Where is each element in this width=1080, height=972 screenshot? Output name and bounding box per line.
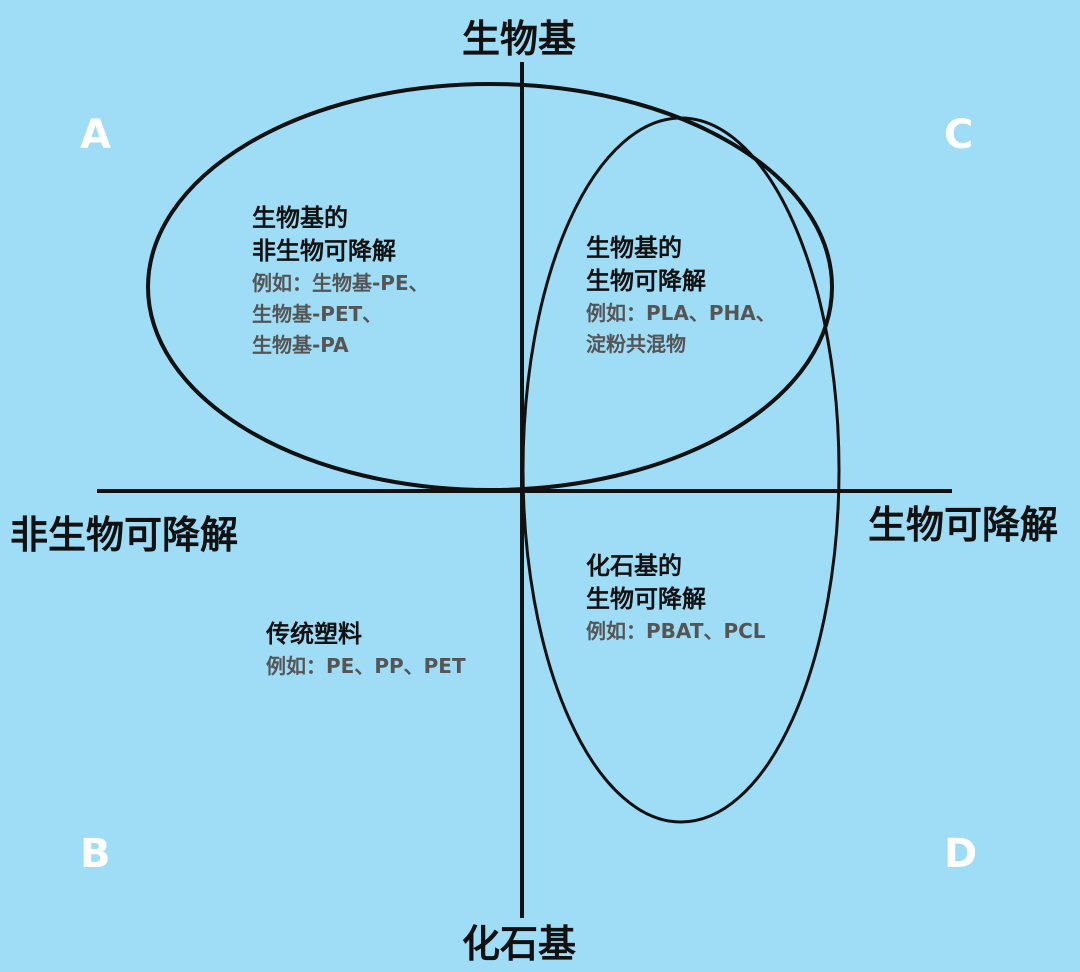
group-title: 传统塑料 xyxy=(266,620,362,648)
quadrant-label-a: A xyxy=(80,112,111,158)
group-title: 生物可降解 xyxy=(586,267,706,295)
group-example: 淀粉共混物 xyxy=(586,332,686,356)
group-title: 非生物可降解 xyxy=(252,237,396,265)
group-example: 例如：PE、PP、PET xyxy=(266,654,466,678)
group-example: 生物基-PET、 xyxy=(252,302,383,326)
group-title: 生物可降解 xyxy=(586,585,706,613)
axis-label-top: 生物基 xyxy=(462,17,577,61)
group-bio-nondegradable: 生物基的 非生物可降解 例如：生物基-PE、 生物基-PET、 生物基-PA xyxy=(252,202,429,361)
quadrant-label-c: C xyxy=(944,112,974,158)
group-title: 生物基的 xyxy=(252,204,348,232)
group-title: 化石基的 xyxy=(586,552,682,580)
group-title: 生物基的 xyxy=(586,234,682,262)
group-example: 例如：生物基-PE、 xyxy=(252,271,429,295)
group-example: 例如：PBAT、PCL xyxy=(586,619,766,643)
group-example: 例如：PLA、PHA、 xyxy=(586,301,776,325)
axis-label-bottom: 化石基 xyxy=(462,922,577,966)
bio-based-ellipse xyxy=(146,82,834,492)
axis-label-left: 非生物可降解 xyxy=(10,513,239,557)
quadrant-label-d: D xyxy=(944,831,978,877)
group-bio-degradable: 生物基的 生物可降解 例如：PLA、PHA、 淀粉共混物 xyxy=(586,232,776,360)
axis-label-right: 生物可降解 xyxy=(868,503,1059,547)
group-traditional: 传统塑料 例如：PE、PP、PET xyxy=(266,618,466,682)
quadrant-label-b: B xyxy=(80,831,111,877)
group-example: 生物基-PA xyxy=(252,333,349,357)
biodegradable-ellipse xyxy=(521,116,841,824)
group-fossil-degradable: 化石基的 生物可降解 例如：PBAT、PCL xyxy=(586,550,766,647)
